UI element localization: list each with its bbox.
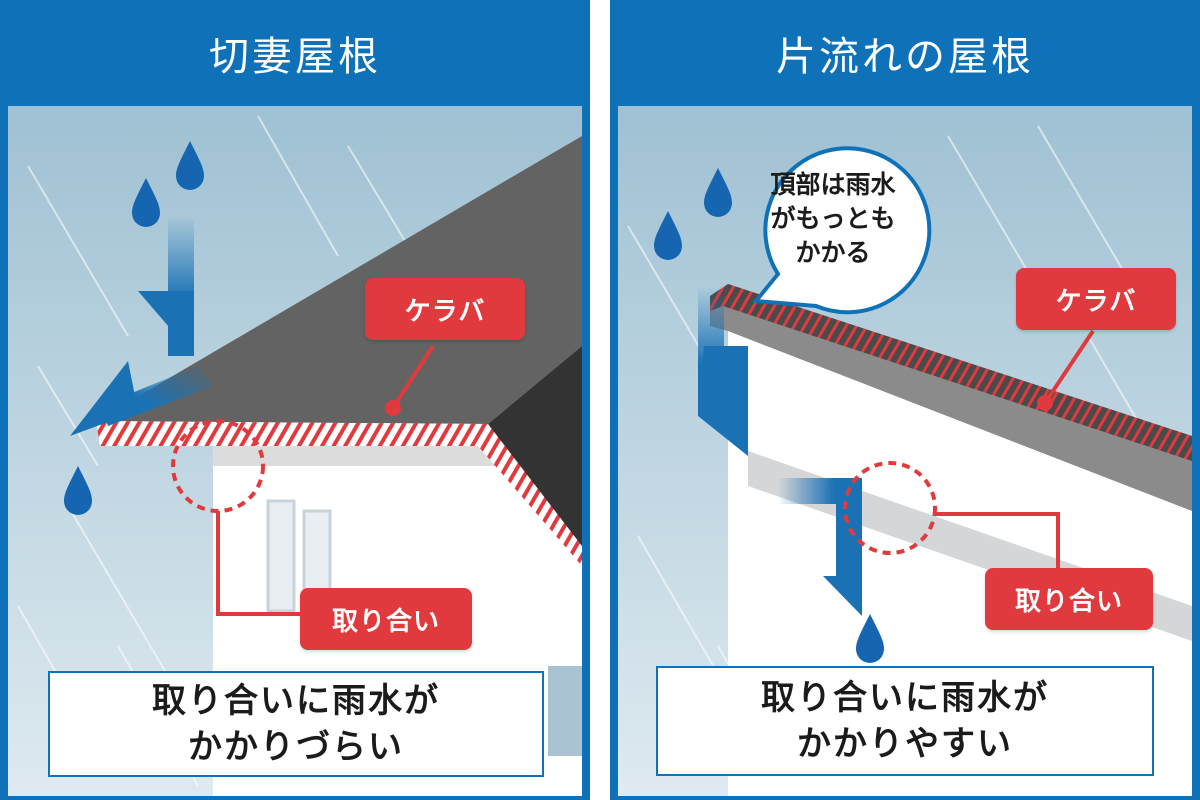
gable-roof-panel: 切妻屋根 <box>0 0 590 800</box>
raindrop-icon <box>64 466 92 515</box>
junction-leader-line <box>935 512 1060 568</box>
rain-arrow-down-top <box>698 286 748 456</box>
caption-box: 取り合いに雨水が かかりやすい <box>656 666 1154 776</box>
shed-roof-illustration: 頂部は雨水 がもっとも かかる ケラバ 取り合い 取り合いに雨水が かかりやすい <box>618 106 1192 796</box>
rain-arrow-down <box>138 216 194 356</box>
panel-title: 切妻屋根 <box>209 34 381 80</box>
verge-label: ケラバ <box>1016 268 1176 330</box>
caption-line-1: 取り合いに雨水が <box>761 678 1049 718</box>
verge-marker-dot <box>385 400 401 416</box>
caption-line-1: 取り合いに雨水が <box>152 681 440 721</box>
shed-roof-panel: 片流れの屋根 <box>610 0 1200 800</box>
junction-leader-line <box>216 511 300 616</box>
rain-arrow-down-junction <box>778 478 862 616</box>
caption-line-2: かかりやすい <box>797 724 1013 764</box>
bubble-line-2: がもっとも <box>770 204 896 233</box>
raindrop-icon <box>856 614 884 663</box>
speech-bubble-text: 頂部は雨水 がもっとも かかる <box>748 168 918 270</box>
roof-side-dark <box>488 346 582 566</box>
wall-shadow <box>213 446 498 466</box>
panel-title: 片流れの屋根 <box>776 34 1034 80</box>
gable-roof <box>96 136 582 424</box>
junction-label: 取り合い <box>300 588 472 650</box>
junction-marker <box>843 461 937 555</box>
raindrop-icon <box>132 178 160 227</box>
window-left <box>266 499 296 613</box>
speech-bubble <box>752 146 932 315</box>
raindrop-icon <box>704 168 732 217</box>
rain-arrow-diagonal <box>70 361 213 436</box>
caption-line-2: かかりづらい <box>188 727 404 767</box>
raindrop-icon <box>654 211 682 260</box>
verge-hatch <box>96 421 582 566</box>
verge-hatch <box>723 284 1192 461</box>
verge-leader-line <box>1043 329 1095 405</box>
bay-window <box>548 666 582 756</box>
verge-label: ケラバ <box>365 278 525 340</box>
junction-label: 取り合い <box>985 568 1153 630</box>
caption-box: 取り合いに雨水が かかりづらい <box>48 671 544 777</box>
verge-marker-dot <box>1037 395 1053 411</box>
verge-leader-line <box>391 344 435 410</box>
raindrop-icon <box>176 141 204 190</box>
bubble-line-1: 頂部は雨水 <box>770 170 896 199</box>
gable-roof-illustration: ケラバ 取り合い 取り合いに雨水が かかりづらい <box>8 106 582 796</box>
bubble-line-3: かかる <box>795 238 871 267</box>
